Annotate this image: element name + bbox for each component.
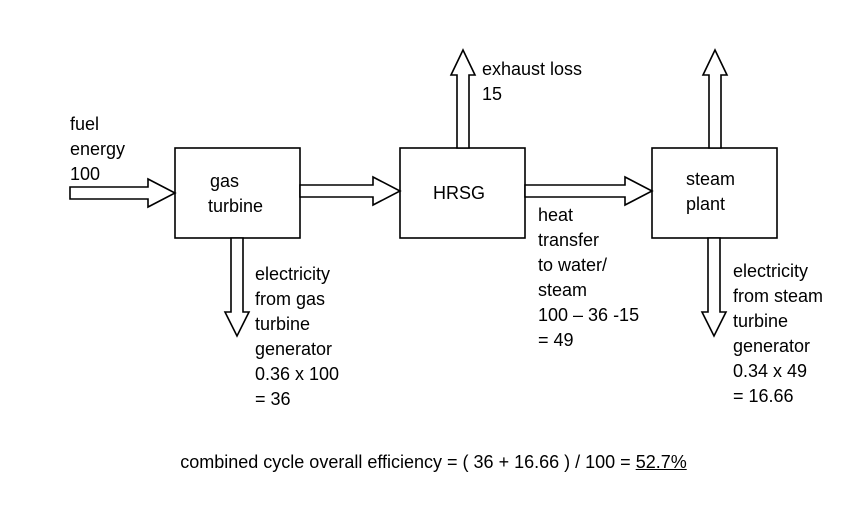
hrsg-block xyxy=(399,147,526,239)
gas-turbine-electricity-arrow xyxy=(223,237,251,338)
steam-plant-up-arrow xyxy=(701,48,729,149)
fuel-energy-label: fuel energy 100 xyxy=(70,114,130,184)
hrsg-to-steam-plant-arrow xyxy=(524,175,654,207)
gas-turbine-block xyxy=(174,147,301,239)
steam-plant-block xyxy=(651,147,778,239)
steam-plant-label: steam plant xyxy=(686,169,740,214)
gas-turbine-to-hrsg-arrow xyxy=(299,175,402,207)
hrsg-label: HRSG xyxy=(433,183,485,203)
efficiency-result: 52.7% xyxy=(635,452,687,472)
exhaust-loss-arrow xyxy=(449,48,477,149)
heat-transfer-label: heat transfer to water/ steam 100 – 36 -… xyxy=(538,205,644,350)
gas-turbine-label: gas turbine xyxy=(208,171,263,216)
efficiency-formula-text: combined cycle overall efficiency = ( 36… xyxy=(180,452,631,472)
steam-turbine-electricity-label: electricity from steam turbine generator… xyxy=(733,261,828,406)
exhaust-loss-label: exhaust loss 15 xyxy=(482,59,587,104)
gas-turbine-electricity-label: electricity from gas turbine generator 0… xyxy=(255,264,344,409)
fuel-input-arrow xyxy=(69,177,177,209)
steam-turbine-electricity-arrow xyxy=(700,237,728,338)
efficiency-formula: combined cycle overall efficiency = ( 36… xyxy=(0,452,867,473)
